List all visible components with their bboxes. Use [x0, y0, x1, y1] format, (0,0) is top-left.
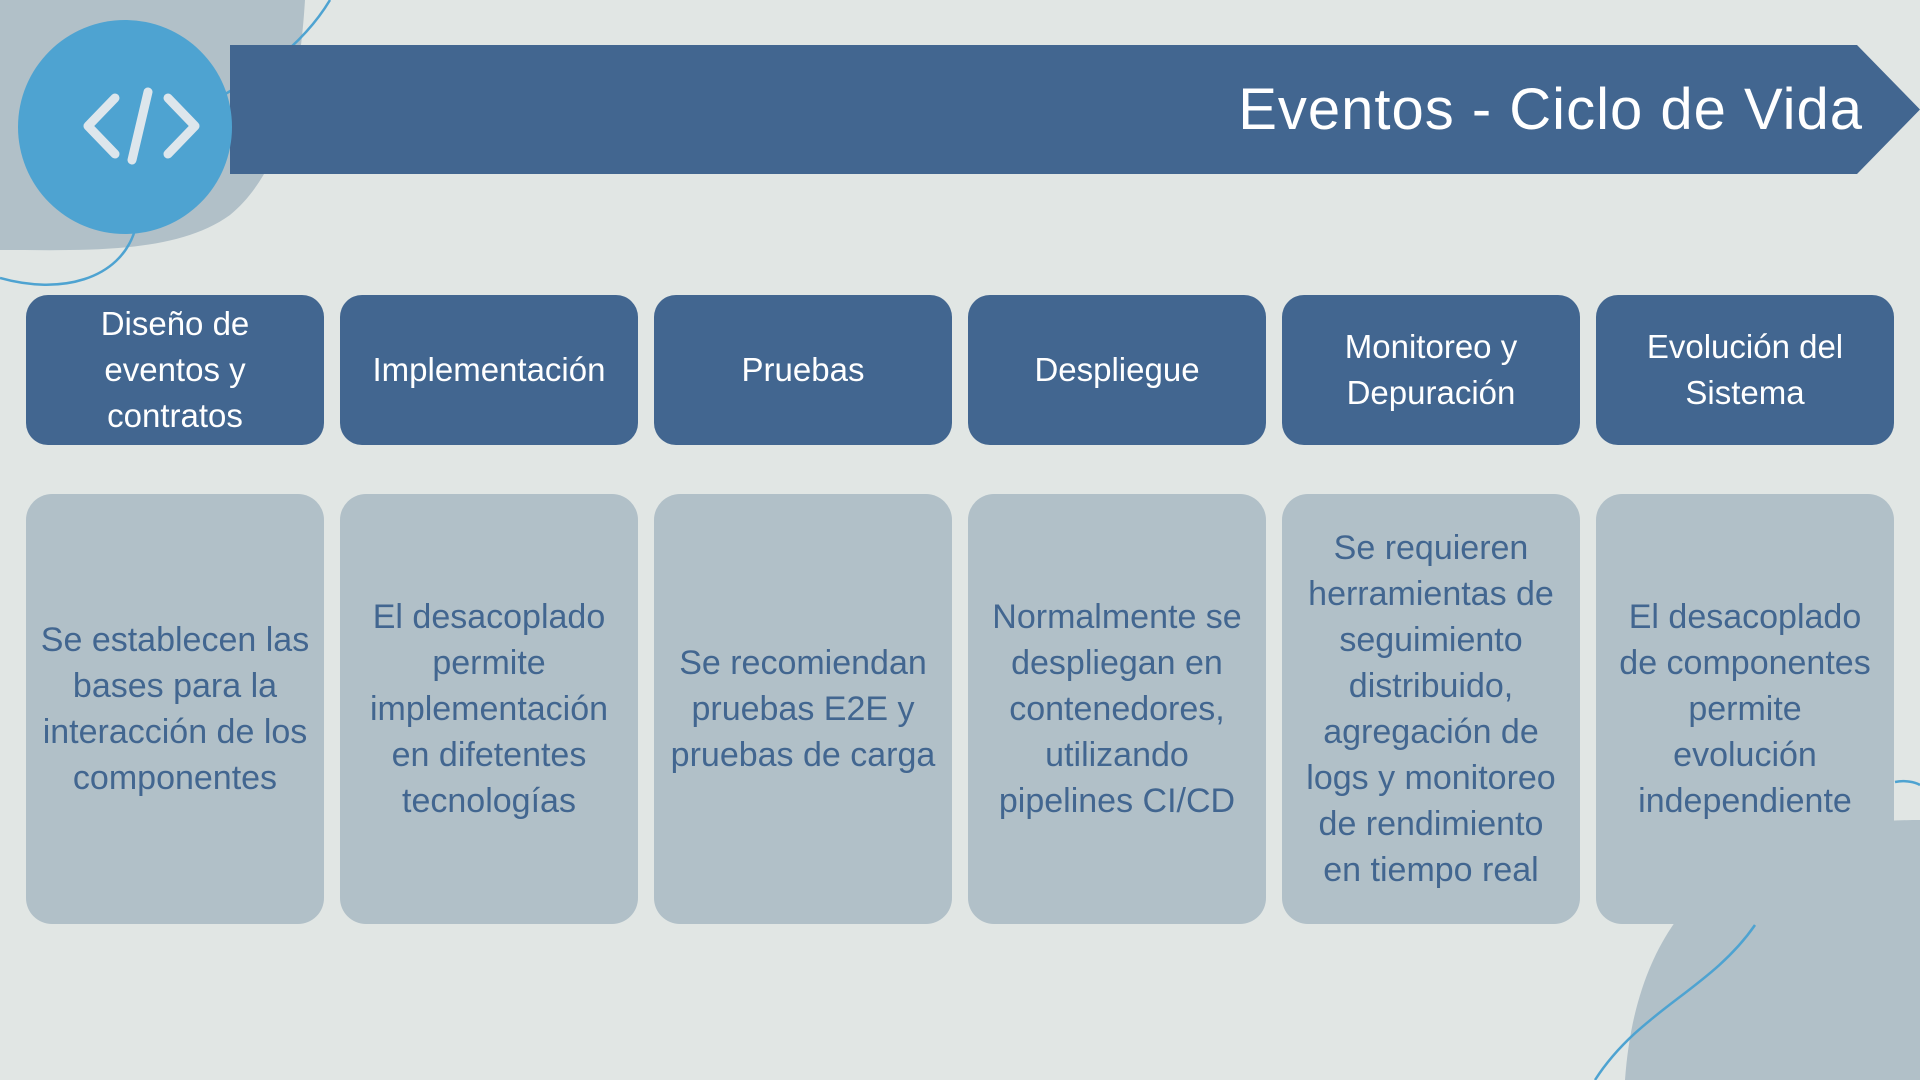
code-brackets-icon — [83, 87, 200, 165]
description-implementation: El desacoplado permite implementación en… — [340, 494, 638, 924]
description-evolution: El desacoplado de componentes permite ev… — [1596, 494, 1894, 924]
title-banner: Eventos - Ciclo de Vida — [230, 45, 1920, 174]
right-edge-curve — [1894, 779, 1920, 787]
stage-monitoring: Monitoreo y Depuración — [1282, 295, 1580, 445]
description-deployment: Normalmente se despliegan en contenedore… — [968, 494, 1266, 924]
stage-deployment: Despliegue — [968, 295, 1266, 445]
bottom-right-curve — [1593, 924, 1757, 1080]
logo — [18, 20, 232, 234]
stage-evolution: Evolución del Sistema — [1596, 295, 1894, 445]
description-design: Se establecen las bases para la interacc… — [26, 494, 324, 924]
description-monitoring: Se requieren herramientas de seguimiento… — [1282, 494, 1580, 924]
stage-testing: Pruebas — [654, 295, 952, 445]
stage-implementation: Implementación — [340, 295, 638, 445]
page-title: Eventos - Ciclo de Vida — [1238, 77, 1863, 142]
description-testing: Se recomiendan pruebas E2E y pruebas de … — [654, 494, 952, 924]
stage-design: Diseño de eventos y contratos — [26, 295, 324, 445]
top-left-curve-lower — [0, 229, 137, 286]
